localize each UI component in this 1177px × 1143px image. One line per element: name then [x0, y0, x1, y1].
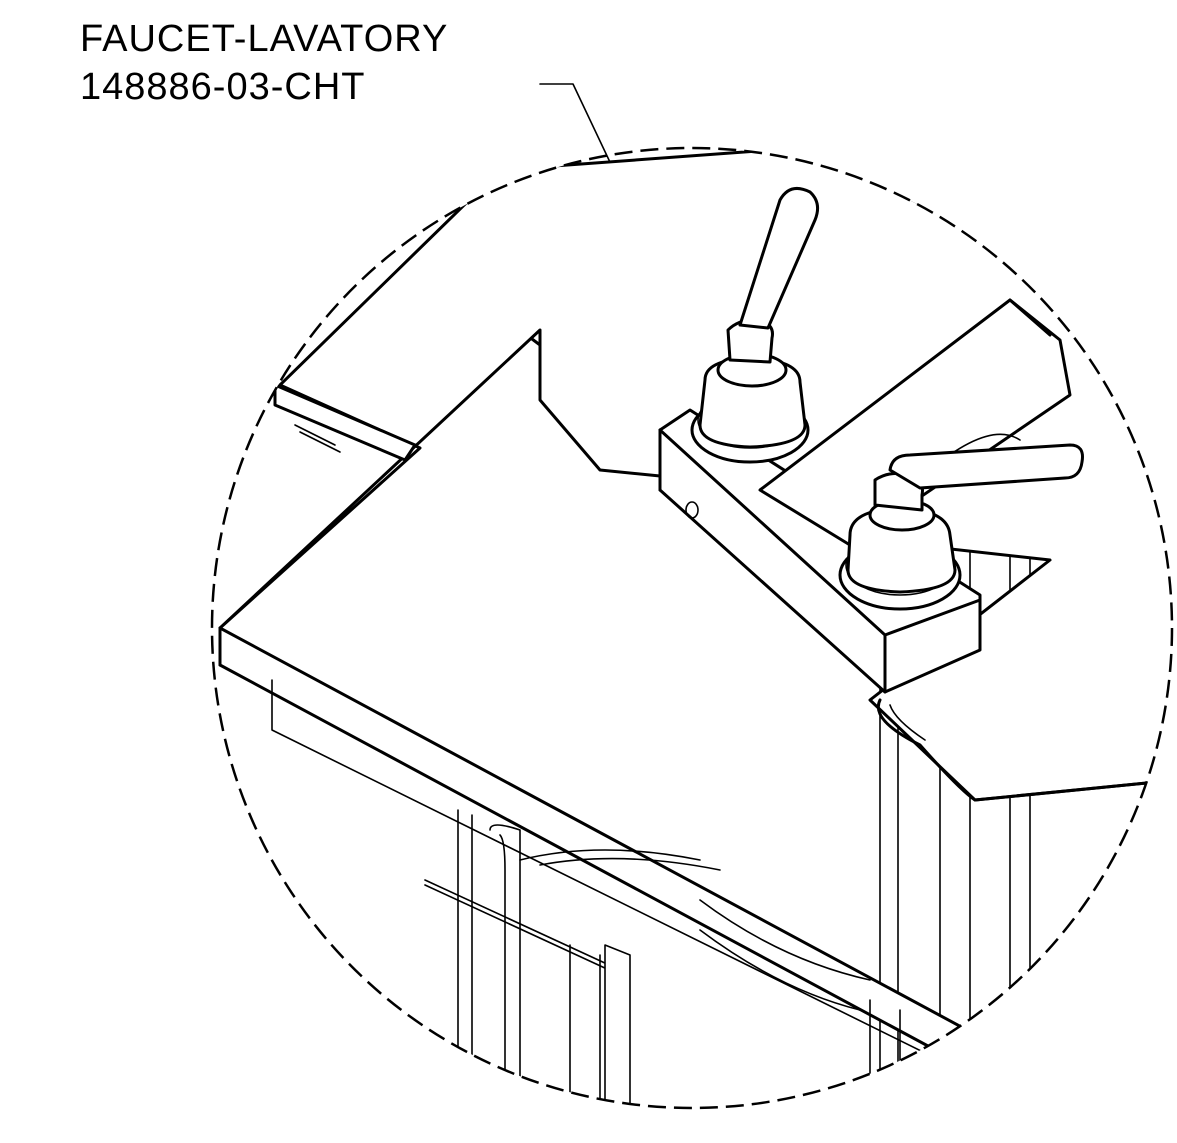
right-faucet-handle[interactable] [838, 443, 1084, 611]
cabinet-under [424, 809, 901, 1108]
faucet-base-plate[interactable] [658, 408, 982, 694]
countertop [218, 148, 1172, 1108]
part-number-label: 148886-03-CHT [80, 66, 366, 108]
sink-edge-right [877, 698, 1172, 802]
detail-circle [210, 146, 1174, 1110]
detail-content [218, 148, 1172, 1108]
left-faucet-handle[interactable] [690, 186, 820, 464]
apron [271, 679, 1001, 1091]
part-name-label: FAUCET-LAVATORY [80, 18, 449, 60]
